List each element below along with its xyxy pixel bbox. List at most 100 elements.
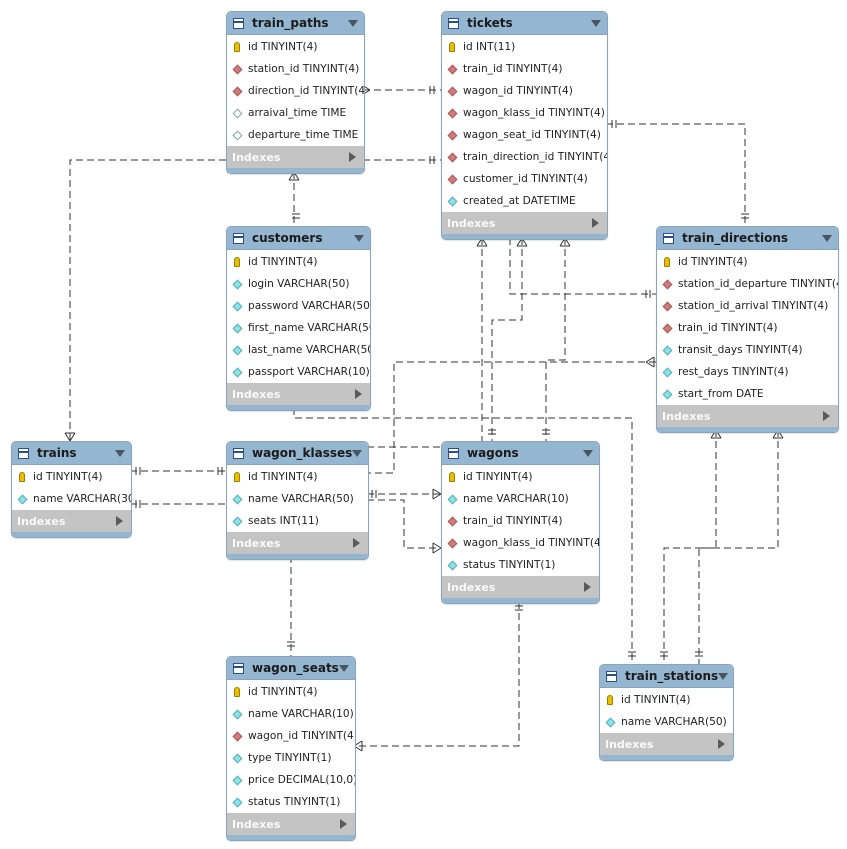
column-row[interactable]: id INT(11): [442, 36, 607, 58]
column-row[interactable]: price DECIMAL(10,0): [227, 769, 355, 791]
column-row[interactable]: name VARCHAR(50): [227, 488, 368, 510]
column-row[interactable]: direction_id TINYINT(4): [227, 80, 364, 102]
table-trains[interactable]: trains id TINYINT(4) name VARCHAR(30)Index…: [11, 441, 132, 538]
column-row[interactable]: password VARCHAR(50): [227, 295, 370, 317]
column-row[interactable]: customer_id TINYINT(4): [442, 168, 607, 190]
column-row[interactable]: name VARCHAR(10): [442, 488, 599, 510]
one-marker: [287, 641, 295, 647]
column-row[interactable]: id TINYINT(4): [12, 466, 131, 488]
column-row[interactable]: station_id_departure TINYINT(4): [657, 273, 838, 295]
column-row[interactable]: id TINYINT(4): [600, 689, 733, 711]
table-header[interactable]: wagons: [442, 442, 599, 465]
expand-arrow-icon[interactable]: [116, 516, 123, 526]
table-collapse-icon[interactable]: [718, 672, 729, 680]
column-row[interactable]: passport VARCHAR(10): [227, 361, 370, 383]
column-row[interactable]: arraival_time TIME: [227, 102, 364, 124]
table-collapse-icon[interactable]: [354, 234, 364, 242]
expand-arrow-icon[interactable]: [353, 538, 360, 548]
column-row[interactable]: id TINYINT(4): [657, 251, 838, 273]
table-collapse-icon[interactable]: [115, 449, 125, 457]
column-row[interactable]: seats INT(11): [227, 510, 368, 532]
expand-arrow-icon[interactable]: [592, 218, 599, 228]
column-label: direction_id TINYINT(4): [248, 85, 365, 97]
table-collapse-icon[interactable]: [583, 449, 593, 457]
column-row[interactable]: wagon_klass_id TINYINT(4): [442, 102, 607, 124]
column-row[interactable]: station_id TINYINT(4): [227, 58, 364, 80]
column-row[interactable]: train_id TINYINT(4): [442, 58, 607, 80]
table-collapse-icon[interactable]: [339, 664, 349, 672]
table-header[interactable]: wagon_klasses: [227, 442, 368, 465]
table-header[interactable]: customers: [227, 227, 370, 250]
indexes-section[interactable]: Indexes: [12, 510, 131, 532]
column-row[interactable]: id TINYINT(4): [227, 36, 364, 58]
indexes-section[interactable]: Indexes: [442, 576, 599, 598]
table-collapse-icon[interactable]: [591, 19, 601, 27]
table-header[interactable]: tickets: [442, 12, 607, 35]
indexes-section[interactable]: Indexes: [227, 383, 370, 405]
column-row[interactable]: name VARCHAR(30): [12, 488, 131, 510]
column-list: id TINYINT(4)station_id TINYINT(4) direct…: [227, 35, 364, 146]
column-row[interactable]: id TINYINT(4): [227, 681, 355, 703]
expand-arrow-icon[interactable]: [340, 819, 347, 829]
column-row[interactable]: id TINYINT(4): [227, 251, 370, 273]
column-row[interactable]: departure_time TIME: [227, 124, 364, 146]
column-row[interactable]: rest_days TINYINT(4): [657, 361, 838, 383]
column-row[interactable]: wagon_seat_id TINYINT(4): [442, 124, 607, 146]
column-row[interactable]: wagon_id TINYINT(4): [442, 80, 607, 102]
column-row[interactable]: train_direction_id TINYINT(4): [442, 146, 607, 168]
table-footer: [227, 835, 355, 840]
indexes-section[interactable]: Indexes: [227, 146, 364, 168]
foreign-key-icon: [662, 301, 672, 311]
table-header[interactable]: train_paths: [227, 12, 364, 35]
column-row[interactable]: id TINYINT(4): [227, 466, 368, 488]
column-row[interactable]: login VARCHAR(50): [227, 273, 370, 295]
expand-arrow-icon[interactable]: [349, 152, 356, 162]
expand-arrow-icon[interactable]: [718, 739, 725, 749]
table-header[interactable]: trains: [12, 442, 131, 465]
indexes-section[interactable]: Indexes: [600, 733, 733, 755]
column-row[interactable]: first_name VARCHAR(50): [227, 317, 370, 339]
column-row[interactable]: station_id_arrival TINYINT(4): [657, 295, 838, 317]
column-row[interactable]: start_from DATE: [657, 383, 838, 405]
indexes-section[interactable]: Indexes: [657, 405, 838, 427]
indexes-section[interactable]: Indexes: [227, 813, 355, 835]
column-row[interactable]: name VARCHAR(50): [600, 711, 733, 733]
one-marker: [611, 120, 617, 128]
table-collapse-icon[interactable]: [352, 449, 363, 457]
indexes-section[interactable]: Indexes: [442, 212, 607, 234]
table-header[interactable]: train_directions: [657, 227, 838, 250]
expand-arrow-icon[interactable]: [823, 411, 830, 421]
column-row[interactable]: train_id TINYINT(4): [442, 510, 599, 532]
expand-arrow-icon[interactable]: [355, 389, 362, 399]
indexes-section[interactable]: Indexes: [227, 532, 368, 554]
column-row[interactable]: transit_days TINYINT(4): [657, 339, 838, 361]
column-row[interactable]: wagon_id TINYINT(4): [227, 725, 355, 747]
column-icon: [662, 367, 672, 377]
column-row[interactable]: last_name VARCHAR(50): [227, 339, 370, 361]
column-icon: [232, 494, 242, 504]
column-row[interactable]: wagon_klass_id TINYINT(4): [442, 532, 599, 554]
column-row[interactable]: status TINYINT(1): [442, 554, 599, 576]
table-header[interactable]: wagon_seats: [227, 657, 355, 680]
column-label: id TINYINT(4): [33, 471, 103, 483]
column-row[interactable]: status TINYINT(1): [227, 791, 355, 813]
expand-arrow-icon[interactable]: [584, 582, 591, 592]
table-collapse-icon[interactable]: [822, 234, 832, 242]
table-header[interactable]: train_stations: [600, 665, 733, 688]
column-row[interactable]: id TINYINT(4): [442, 466, 599, 488]
column-row[interactable]: train_id TINYINT(4): [657, 317, 838, 339]
column-row[interactable]: name VARCHAR(10): [227, 703, 355, 725]
column-row[interactable]: created_at DATETIME: [442, 190, 607, 212]
table-collapse-icon[interactable]: [348, 19, 358, 27]
column-row[interactable]: type TINYINT(1): [227, 747, 355, 769]
indexes-label: Indexes: [232, 150, 281, 164]
